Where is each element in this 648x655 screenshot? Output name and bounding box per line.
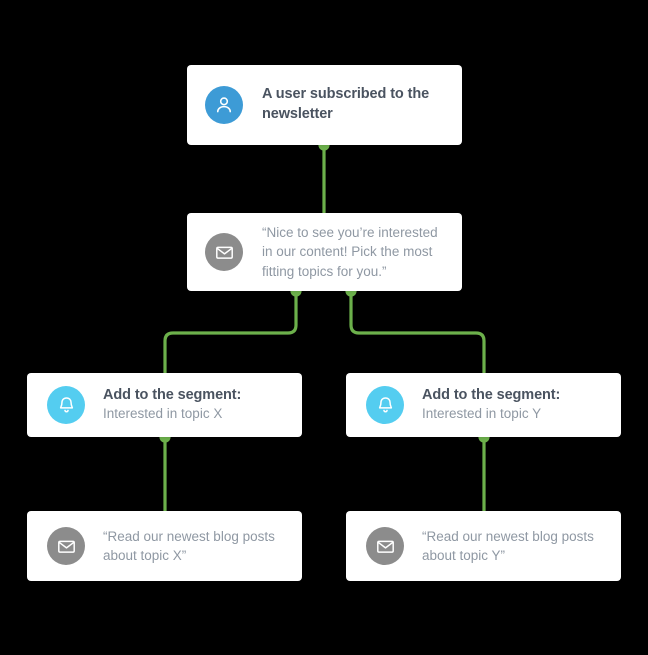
node-segment-x-subtitle: Interested in topic X xyxy=(103,406,223,422)
node-message-intro-text: “Nice to see you’re interested in our co… xyxy=(262,225,438,279)
node-message-intro[interactable]: “Nice to see you’re interested in our co… xyxy=(187,213,462,291)
node-message-y-body: “Read our newest blog posts about topic … xyxy=(422,527,601,565)
node-message-y-text: “Read our newest blog posts about topic … xyxy=(422,528,594,563)
node-message-x[interactable]: “Read our newest blog posts about topic … xyxy=(27,511,302,581)
node-segment-x-title: Add to the segment: xyxy=(103,386,242,403)
node-trigger-body: A user subscribed to the newsletter xyxy=(262,85,444,124)
envelope-icon xyxy=(205,233,243,271)
user-icon xyxy=(205,86,243,124)
node-segment-y[interactable]: Add to the segment: Interested in topic … xyxy=(346,373,621,437)
node-message-y[interactable]: “Read our newest blog posts about topic … xyxy=(346,511,621,581)
node-segment-x-body: Add to the segment: Interested in topic … xyxy=(103,386,282,424)
node-segment-x[interactable]: Add to the segment: Interested in topic … xyxy=(27,373,302,437)
node-segment-y-body: Add to the segment: Interested in topic … xyxy=(422,386,601,424)
bell-icon xyxy=(366,386,404,424)
edge-message-to-segment-y xyxy=(349,291,486,373)
node-segment-y-title: Add to the segment: xyxy=(422,386,561,403)
node-message-intro-body: “Nice to see you’re interested in our co… xyxy=(262,223,444,280)
node-trigger[interactable]: A user subscribed to the newsletter xyxy=(187,65,462,145)
node-segment-y-subtitle: Interested in topic Y xyxy=(422,406,542,422)
node-message-x-text: “Read our newest blog posts about topic … xyxy=(103,528,275,563)
envelope-icon xyxy=(47,527,85,565)
bell-icon xyxy=(47,386,85,424)
node-message-x-body: “Read our newest blog posts about topic … xyxy=(103,527,282,565)
edge-message-to-segment-x xyxy=(163,291,298,373)
envelope-icon xyxy=(366,527,404,565)
node-trigger-title: A user subscribed to the newsletter xyxy=(262,86,430,122)
